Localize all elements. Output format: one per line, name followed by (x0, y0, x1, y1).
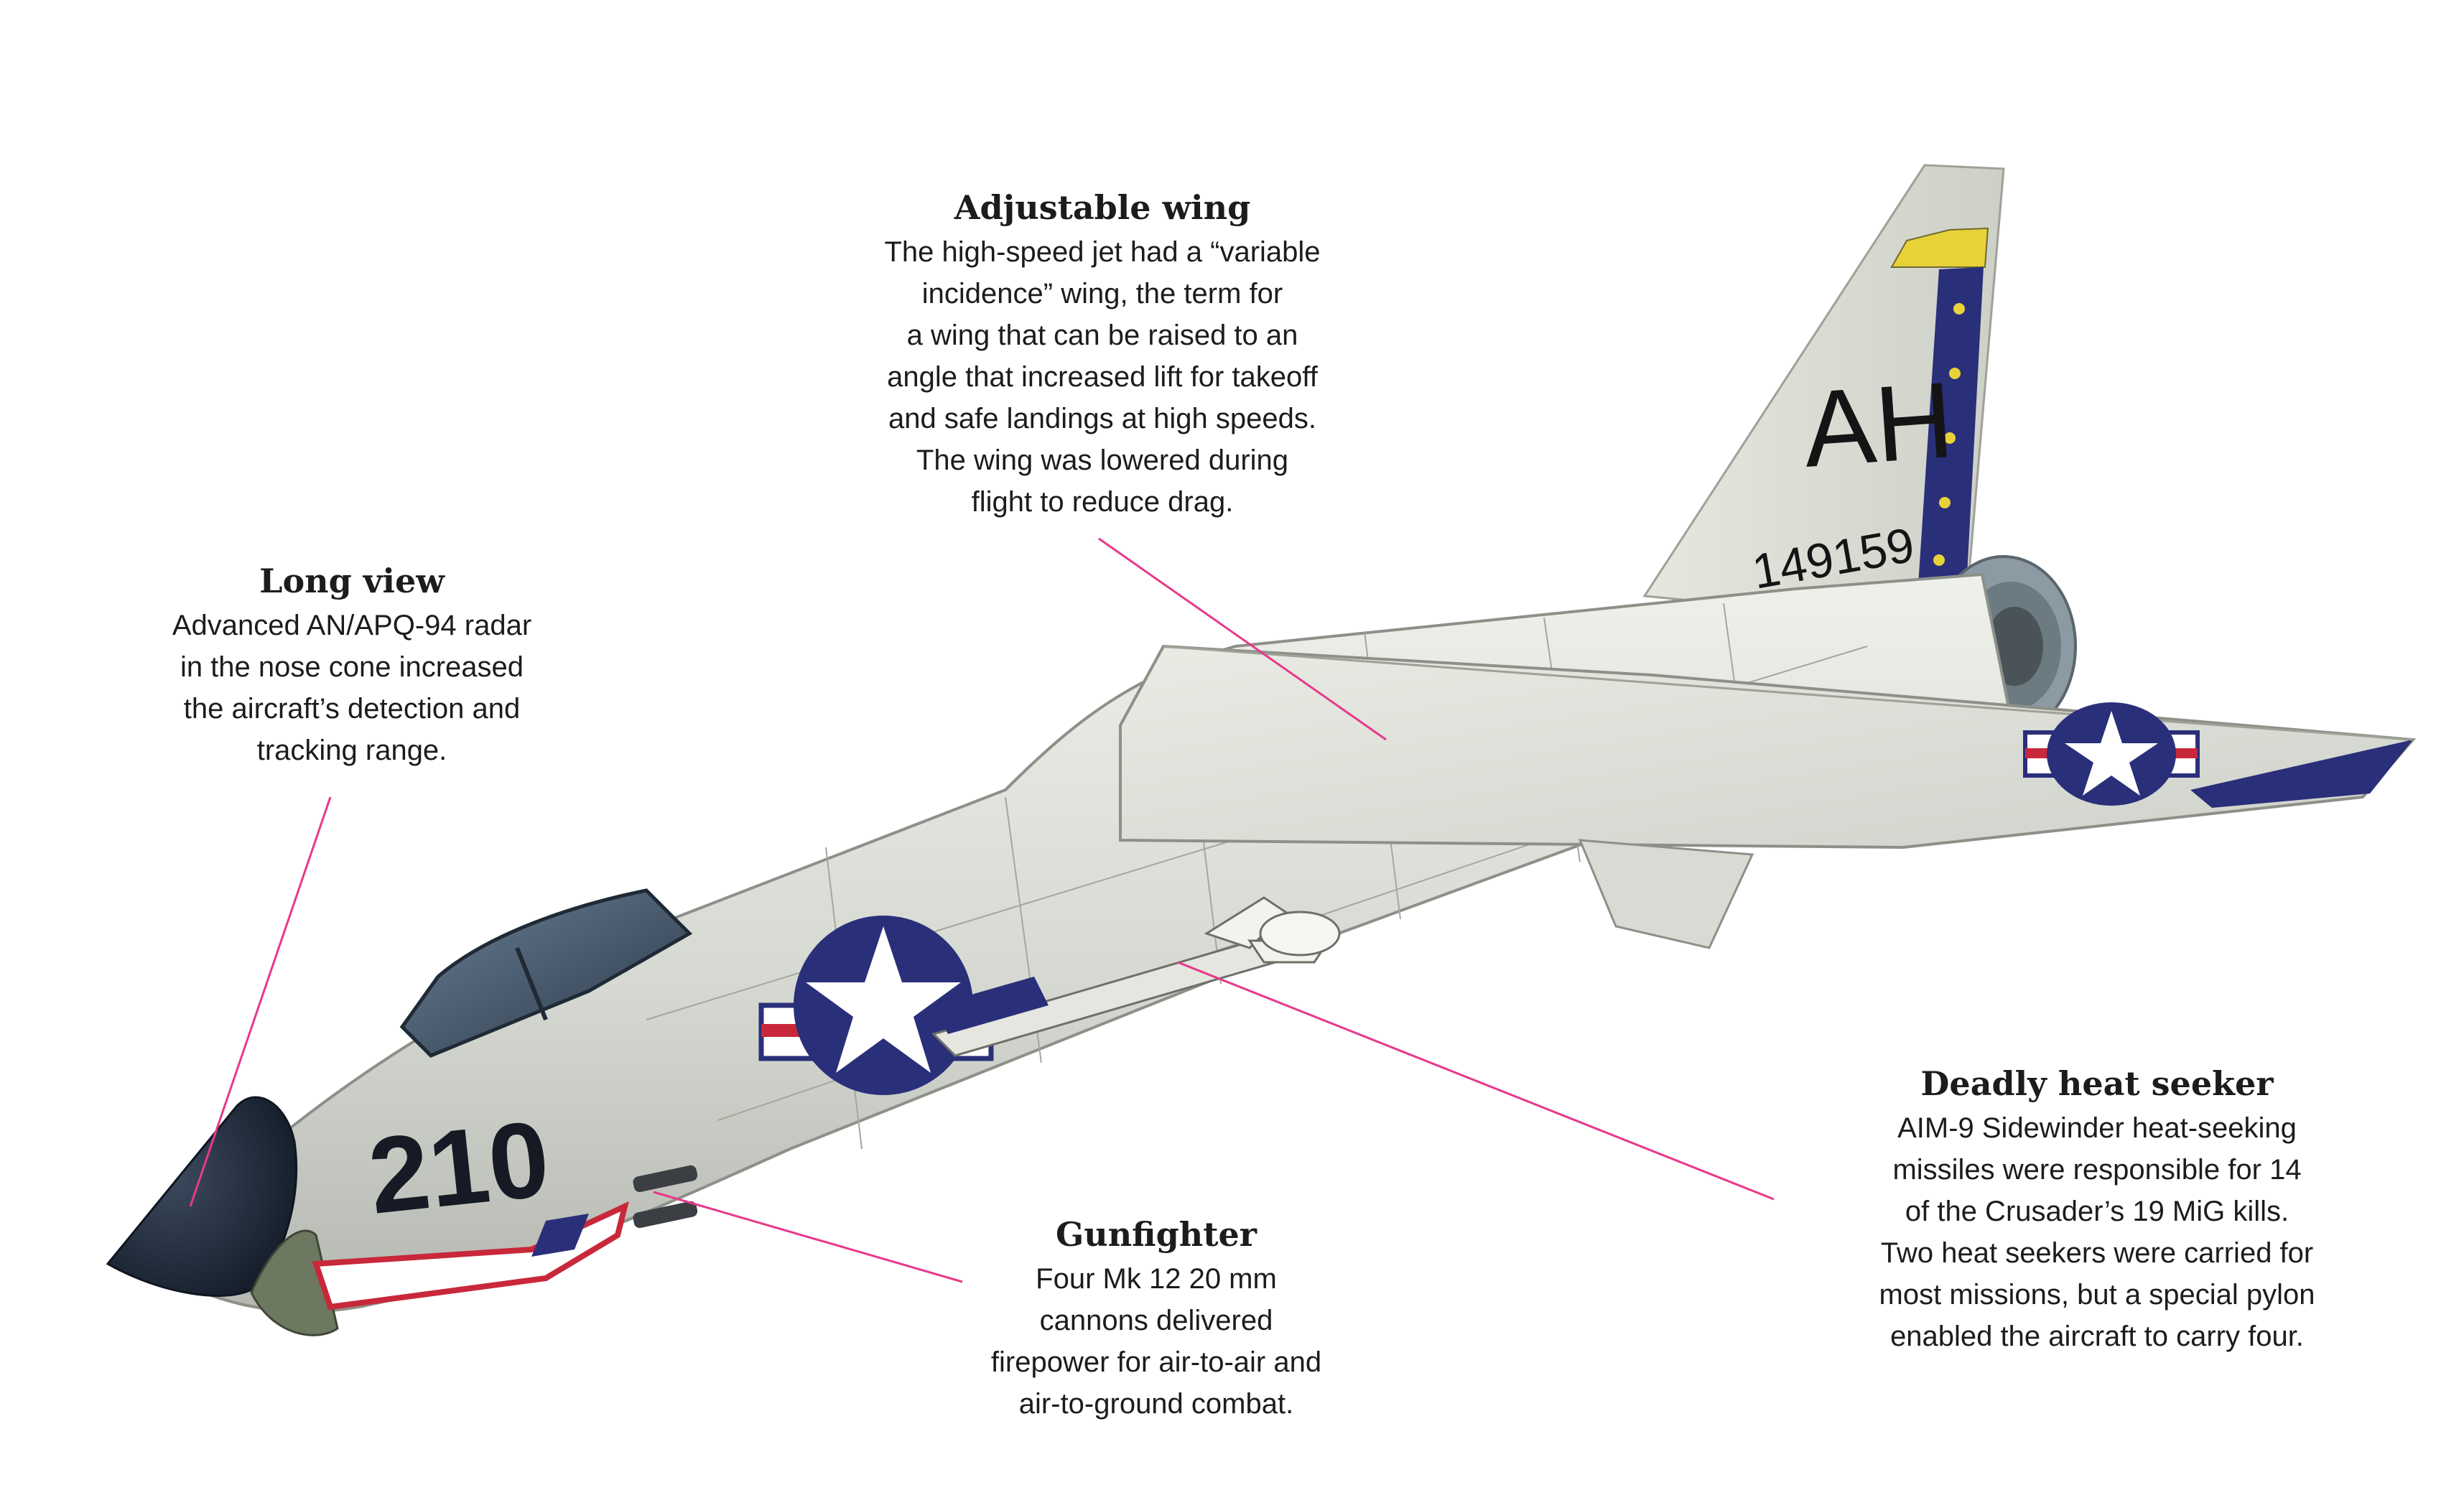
wing-insignia (2023, 702, 2200, 806)
callout-long-view: Long view Advanced AN/APQ-94 radar in th… (101, 560, 603, 771)
tail-yellow-stripe (1890, 227, 1989, 268)
nose-cone (106, 1096, 297, 1297)
leader-line-gunfighter (653, 1191, 963, 1283)
wing-navy-tip (2190, 740, 2413, 808)
callout-title: Long view (259, 562, 445, 600)
callout-body: The high-speed jet had a “variable incid… (884, 236, 1321, 518)
leader-line-heat-seeker (1177, 961, 1775, 1201)
callout-gunfighter: Gunfighter Four Mk 12 20 mm cannons deli… (912, 1214, 1400, 1425)
callout-title: Gunfighter (1056, 1215, 1257, 1254)
callout-title: Adjustable wing (954, 188, 1251, 227)
side-number: 210 (363, 1098, 554, 1237)
fuselage-insignia (758, 916, 994, 1095)
nose-red-chevron (312, 1201, 629, 1311)
canopy-frame (515, 946, 548, 1021)
wing-leading-edge (1163, 645, 2414, 741)
callout-body: Four Mk 12 20 mm cannons delivered firep… (990, 1263, 1322, 1420)
canopy (399, 888, 693, 1058)
tail-navy-band (1917, 267, 1984, 596)
leader-line-adjustable-wing (1098, 537, 1387, 741)
cannon-ports (633, 1165, 698, 1229)
leader-line-long-view (189, 796, 332, 1207)
tail-stars (1933, 303, 1965, 566)
ventral-fin (1578, 839, 1754, 949)
callout-heat-seeker: Deadly heat seeker AIM-9 Sidewinder heat… (1767, 1063, 2427, 1357)
tail-code: AH (1800, 359, 1958, 490)
vertical-tail: AH 149159 (1642, 164, 2005, 619)
callout-title: Deadly heat seeker (1920, 1064, 2274, 1103)
callout-body: AIM-9 Sidewinder heat-seeking missiles w… (1879, 1112, 2315, 1352)
sidewinder-missile (931, 896, 1341, 1057)
nose-navy-chevron (531, 1214, 589, 1257)
leader-lines (189, 537, 1775, 1283)
callout-body: Advanced AN/APQ-94 radar in the nose con… (172, 610, 532, 766)
callout-adjustable-wing: Adjustable wing The high-speed jet had a… (761, 187, 1443, 523)
